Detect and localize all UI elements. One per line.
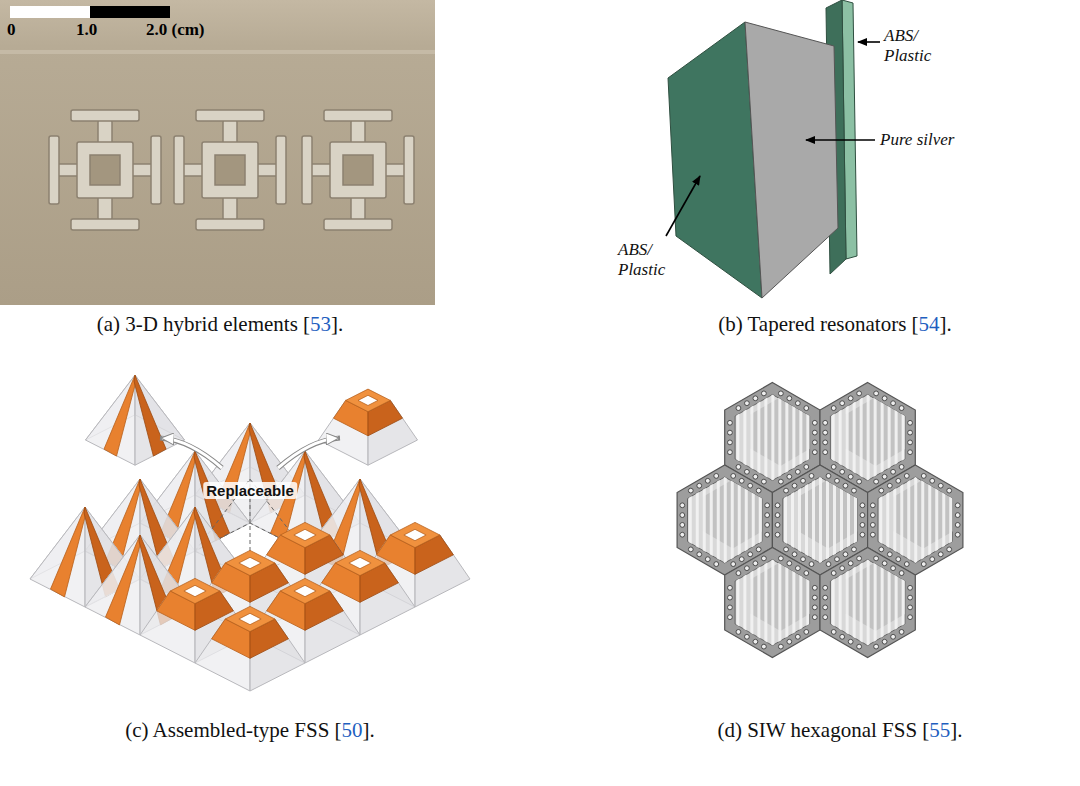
- frustum-element: [319, 389, 418, 465]
- material-label: ABS/ Plastic: [618, 240, 680, 279]
- material-label: ABS/ Plastic: [884, 26, 946, 65]
- pyramid-array: [30, 375, 470, 691]
- material-label: Pure silver: [880, 130, 954, 150]
- photo-panel: [0, 0, 435, 305]
- pyramid-element: [85, 535, 195, 635]
- scale-tick: 1.0: [76, 20, 97, 40]
- hybrid-element: [302, 110, 414, 230]
- hybrid-element: [49, 110, 161, 230]
- hybrid-element: [174, 110, 286, 230]
- pyramid-element: [305, 479, 415, 579]
- subfigure-caption: (b) Tapered resonators [54].: [718, 312, 952, 337]
- replace-arrow: [278, 438, 340, 468]
- hexagonal-array: [677, 383, 963, 658]
- pyramid-element: [86, 375, 185, 465]
- tapered-resonator: [666, 0, 880, 298]
- replace-arrow: [160, 438, 222, 468]
- siw-hex-cell: [820, 548, 915, 658]
- scale-tick: 0: [7, 20, 16, 40]
- subfigure-caption: (d) SIW hexagonal FSS [55].: [717, 718, 962, 743]
- subfigure-caption: (c) Assembled-type FSS [50].: [125, 718, 375, 743]
- subfigure-caption: (a) 3-D hybrid elements [53].: [97, 312, 344, 337]
- replace-label: Replaceable: [203, 482, 297, 499]
- scale-unit: 2.0 (cm): [146, 20, 205, 40]
- frustum-element: [195, 606, 305, 691]
- siw-hex-cell: [725, 548, 820, 658]
